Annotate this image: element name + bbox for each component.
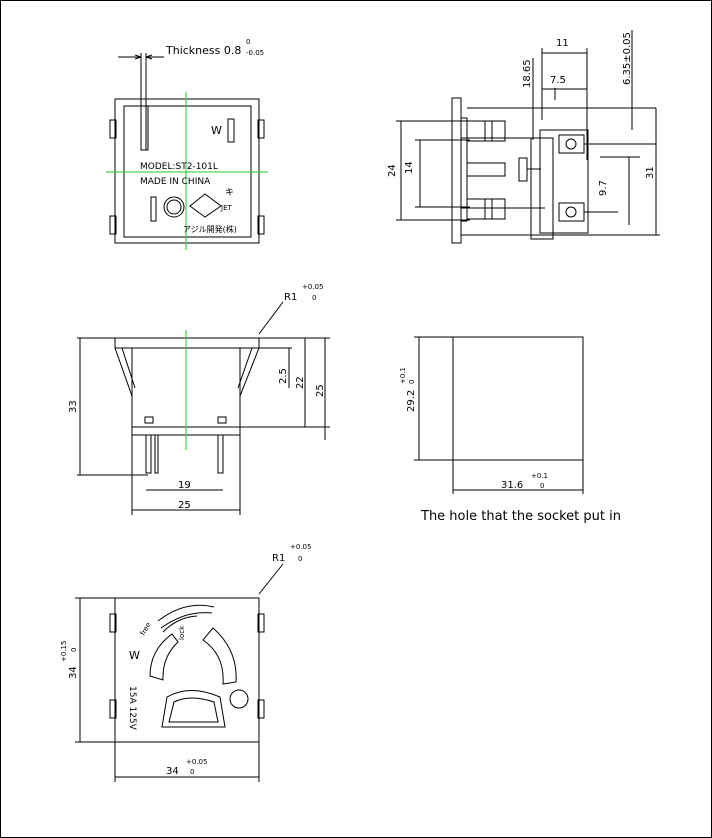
front-model-text: MODEL:ST2-101L bbox=[140, 162, 218, 172]
bottom-r-tol-lower: 0 bbox=[312, 294, 316, 302]
front-made-in-text: MADE IN CHINA bbox=[140, 177, 211, 187]
side-view bbox=[396, 30, 660, 244]
bottom-dim-2-5: 2.5 bbox=[278, 368, 289, 384]
face-width: 34 bbox=[166, 766, 179, 777]
face-view bbox=[75, 563, 284, 782]
front-w-mark: W bbox=[211, 124, 222, 137]
face-rating-label: 15A 125V bbox=[127, 686, 137, 731]
front-maker-text: アジル開発(株) bbox=[183, 224, 237, 234]
hole-h-tol-lower: 0 bbox=[408, 380, 416, 384]
bottom-dim-22: 22 bbox=[295, 376, 306, 389]
face-r-tol-lower: 0 bbox=[298, 555, 302, 563]
side-dim-24: 24 bbox=[387, 164, 398, 177]
face-h-tol-lower: 0 bbox=[70, 648, 78, 652]
side-dim-14: 14 bbox=[404, 161, 415, 174]
hole-width: 31.6 bbox=[501, 480, 523, 491]
face-radius: R1 bbox=[272, 553, 285, 564]
face-w-tol-lower: 0 bbox=[190, 768, 194, 776]
thickness-label: Thickness 0.8 bbox=[165, 44, 241, 57]
bottom-r-tol-upper: +0.05 bbox=[302, 283, 323, 291]
front-view bbox=[106, 53, 268, 250]
bottom-dim-33: 33 bbox=[68, 400, 79, 413]
face-w-mark: W bbox=[129, 649, 140, 662]
bottom-dim-25: 25 bbox=[315, 384, 326, 397]
front-jet-mark: JET bbox=[220, 204, 232, 212]
bottom-dim-25-width: 25 bbox=[178, 500, 191, 511]
side-dim-11: 11 bbox=[556, 38, 569, 49]
face-r-tol-upper: +0.05 bbox=[290, 543, 311, 551]
hole-w-tol-lower: 0 bbox=[540, 482, 544, 490]
side-dim-31: 31 bbox=[645, 166, 656, 179]
face-lock-label: lock bbox=[178, 625, 186, 640]
hole-caption: The hole that the socket put in bbox=[420, 509, 621, 524]
hole-view bbox=[414, 336, 584, 494]
thickness-tol-lower: -0.05 bbox=[246, 49, 264, 57]
side-dim-7-5: 7.5 bbox=[550, 75, 566, 86]
bottom-view bbox=[77, 301, 330, 515]
hole-w-tol-upper: +0.1 bbox=[531, 472, 548, 480]
bottom-radius: R1 bbox=[284, 292, 297, 303]
side-dim-6-35: 6.35±0.05 bbox=[622, 32, 633, 85]
thickness-tol-upper: 0 bbox=[246, 38, 250, 46]
face-h-tol-upper: +0.15 bbox=[60, 641, 68, 662]
bottom-dim-19: 19 bbox=[178, 480, 191, 491]
face-w-tol-upper: +0.05 bbox=[186, 758, 207, 766]
hole-h-tol-upper: +0.1 bbox=[399, 367, 407, 384]
face-free-label: free bbox=[139, 621, 153, 637]
front-ki-mark: キ bbox=[225, 188, 234, 198]
side-dim-9-7: 9.7 bbox=[598, 180, 609, 196]
face-height: 34 bbox=[68, 666, 79, 679]
side-dim-18-65: 18.65 bbox=[522, 59, 533, 88]
hole-height: 29.2 bbox=[406, 390, 417, 412]
